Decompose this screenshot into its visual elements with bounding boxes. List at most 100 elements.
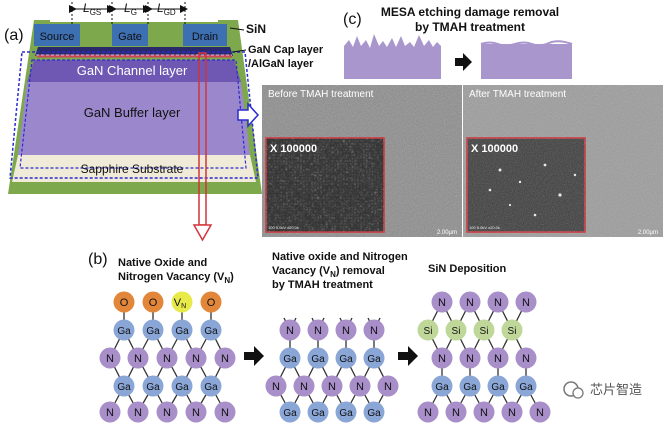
buffer-layer (18, 82, 250, 155)
lgd-label: LGD (157, 1, 176, 17)
lattice-3-atom-n: N (487, 291, 509, 313)
svg-text:N: N (163, 353, 171, 365)
lattice-1-atom-o: O (142, 291, 164, 313)
lattice-1-atom-v: VN (171, 291, 193, 313)
lattice-1-atom-ga: Ga (113, 319, 135, 341)
sem-before-scale: 2.00µm (437, 230, 457, 236)
lattice-1-atom-n: N (156, 347, 178, 369)
lattice-1-atom-n: N (185, 347, 207, 369)
svg-text:N: N (163, 407, 171, 419)
mesa-inner-outline-dashed (19, 59, 247, 169)
lattice-3-atom-si: Si (445, 319, 467, 341)
lattice-3-atom-n: N (459, 347, 481, 369)
watermark-text: 芯片智造 (590, 382, 642, 397)
svg-text:N: N (342, 325, 350, 337)
lattice-3-atom-n: N (417, 401, 439, 423)
sem-before-label: Before TMAH treatment (268, 89, 374, 100)
panel-a-label: (a) (4, 27, 24, 44)
svg-text:N: N (438, 297, 446, 309)
step-arrow-2 (398, 346, 418, 366)
svg-text:N: N (192, 407, 200, 419)
svg-text:Ga: Ga (339, 354, 353, 365)
lattice-1-atom-n: N (185, 401, 207, 423)
svg-text:N: N (221, 353, 229, 365)
lattice-3-atom-ga: Ga (431, 375, 453, 397)
svg-text:N: N (522, 353, 530, 365)
lattice-1-atom-n: N (127, 401, 149, 423)
step1-title-1: Native Oxide and (118, 257, 207, 269)
lattice-1-atom-ga: Ga (142, 319, 164, 341)
lattice-2-atom-n: N (279, 319, 301, 341)
svg-text:Ga: Ga (117, 326, 131, 337)
lattice-1-atom-ga: Ga (113, 375, 135, 397)
svg-text:Ga: Ga (311, 354, 325, 365)
step1-title-2: Nitrogen Vacancy (VN) (118, 271, 234, 285)
lattice-3-atom-ga: Ga (459, 375, 481, 397)
svg-text:N: N (452, 407, 460, 419)
sem-before: Before TMAH treatment X 100000 100 5.0kV… (262, 85, 462, 237)
svg-text:Ga: Ga (175, 326, 189, 337)
lattice-1-atom-n: N (156, 401, 178, 423)
lattice-3-atom-n: N (515, 291, 537, 313)
lattice-3-atom-n: N (529, 401, 551, 423)
lattice-2-atom-n: N (349, 375, 371, 397)
lattice-1-atom-o: O (200, 291, 222, 313)
svg-text:Ga: Ga (175, 382, 189, 393)
lattice-3-atom-n: N (431, 291, 453, 313)
channel-label: GaN Channel layer (77, 63, 188, 78)
lattice-2-atom-ga: Ga (363, 401, 385, 423)
source-label: Source (40, 31, 75, 43)
sin-label: SiN (246, 22, 266, 36)
sin-leader (229, 27, 245, 31)
lattice-2-atom-n: N (293, 375, 315, 397)
panel-c: (c) MESA etching damage removal by TMAH … (262, 5, 663, 237)
svg-text:N: N (356, 381, 364, 393)
sem-after-zoom-label: X 100000 (471, 143, 518, 155)
svg-text:Ga: Ga (519, 382, 533, 393)
lattice-3-atom-n: N (473, 401, 495, 423)
svg-text:N: N (134, 353, 142, 365)
svg-text:N: N (300, 381, 308, 393)
svg-text:Ga: Ga (117, 382, 131, 393)
cap-label: GaN Cap layer (248, 44, 324, 56)
svg-text:Ga: Ga (146, 326, 160, 337)
lattice-1-atom-n: N (99, 401, 121, 423)
lattice-2-atom-n: N (377, 375, 399, 397)
sem-after: After TMAH treatment X 100000 100 5.0kV … (463, 85, 663, 237)
blue-arrow-to-sem (237, 102, 260, 128)
source-contact (34, 24, 80, 46)
lattice-3-atom-si: Si (417, 319, 439, 341)
lattice-3-atom-ga: Ga (515, 375, 537, 397)
svg-text:N: N (536, 407, 544, 419)
svg-text:N: N (314, 325, 322, 337)
svg-text:N: N (424, 407, 432, 419)
lattice-1-atom-n: N (127, 347, 149, 369)
svg-text:O: O (120, 297, 129, 309)
svg-text:Ga: Ga (339, 408, 353, 419)
svg-text:N: N (370, 325, 378, 337)
mesa-rough (344, 34, 441, 79)
sem-after-meta: 100 5.0kV x20.0k (469, 225, 500, 230)
gate-label: Gate (118, 31, 142, 43)
svg-text:Si: Si (480, 326, 489, 337)
lg-label: LG (124, 1, 137, 17)
svg-text:Ga: Ga (463, 382, 477, 393)
lattice-1-atom-n: N (99, 347, 121, 369)
svg-text:N: N (384, 381, 392, 393)
dimension-lines (69, 2, 188, 24)
svg-text:Si: Si (508, 326, 517, 337)
lattice-1-atom-n: N (214, 347, 236, 369)
svg-text:Ga: Ga (367, 354, 381, 365)
lattice-1-atom-o: O (113, 291, 135, 313)
svg-text:N: N (466, 353, 474, 365)
panel-c-title-2: by TMAH treatment (415, 20, 525, 34)
mesa-smooth-edge (480, 40, 573, 47)
watermark: 芯片智造 (563, 381, 642, 399)
lattice-3-atom-si: Si (473, 319, 495, 341)
step2-title-3: by TMAH treatment (272, 279, 373, 291)
lattice-3-atom-n: N (445, 401, 467, 423)
lattice-1-atom-ga: Ga (200, 375, 222, 397)
